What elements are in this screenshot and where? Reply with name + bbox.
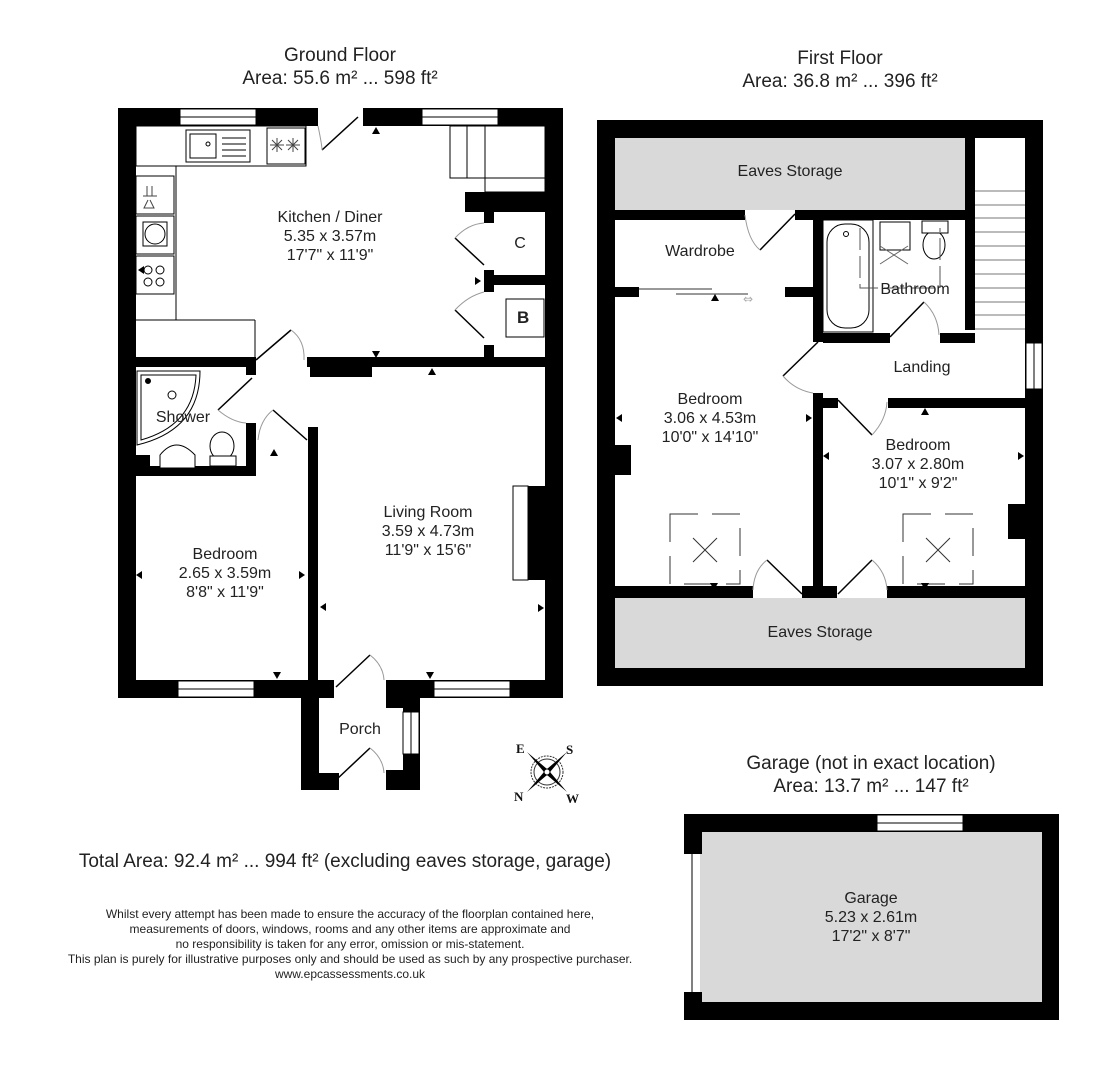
first-floor-doors bbox=[744, 213, 940, 595]
boiler-b-label: B bbox=[517, 308, 530, 327]
slide-arrow-icon: ⇔ bbox=[743, 292, 753, 306]
first-floor-title: First Floor Area: 36.8 m² ... 396 ft² bbox=[690, 48, 990, 94]
room-shower: Shower bbox=[155, 409, 211, 426]
first-floor-walls bbox=[597, 120, 1043, 686]
room-cupboard-c: C bbox=[514, 235, 526, 252]
compass-icon bbox=[527, 752, 567, 792]
garage-window bbox=[876, 814, 964, 832]
room-first-bedroom-small: Bedroom 3.07 x 2.80m 10'1" x 9'2" bbox=[871, 437, 965, 493]
website-url: www.epcassessments.co.uk bbox=[274, 967, 426, 981]
kitchen-fittings bbox=[135, 125, 546, 357]
compass-e: E bbox=[516, 741, 525, 756]
room-garage: Garage 5.23 x 2.61m 17'2" x 8'7" bbox=[824, 890, 918, 946]
first-floor-area: Area: 36.8 m² ... 396 ft² bbox=[742, 70, 938, 92]
bathroom-fittings bbox=[822, 219, 949, 333]
hob-icons bbox=[143, 138, 300, 209]
disclaimer: Whilst every attempt has been made to en… bbox=[10, 907, 690, 982]
garage-title: Garage (not in exact location) Area: 13.… bbox=[721, 753, 1021, 799]
compass-w: W bbox=[566, 791, 579, 806]
total-area: Total Area: 92.4 m² ... 994 ft² (excludi… bbox=[78, 851, 612, 872]
fireplace bbox=[512, 485, 529, 581]
room-ground-bedroom: Bedroom 2.65 x 3.59m 8'8" x 11'9" bbox=[178, 546, 272, 602]
room-wardrobe: Wardrobe bbox=[665, 243, 735, 260]
roof-windows bbox=[669, 513, 974, 585]
first-floor-markers bbox=[616, 294, 1024, 590]
ground-floor-area: Area: 55.6 m² ... 598 ft² bbox=[242, 67, 438, 89]
ground-floor-windows bbox=[177, 108, 511, 755]
first-floor-windows bbox=[1025, 342, 1043, 390]
compass-n: N bbox=[514, 789, 524, 804]
room-eaves-storage-bottom: Eaves Storage bbox=[767, 624, 873, 641]
room-kitchen-diner: Kitchen / Diner 5.35 x 3.57m 17'7" x 11'… bbox=[277, 209, 383, 265]
ground-floor-doors bbox=[217, 116, 485, 781]
first-floor-storage bbox=[615, 138, 1025, 668]
room-porch: Porch bbox=[339, 721, 381, 738]
room-first-bedroom-large: Bedroom 3.06 x 4.53m 10'0" x 14'10" bbox=[661, 391, 759, 447]
room-eaves-storage-top: Eaves Storage bbox=[737, 163, 843, 180]
room-bathroom: Bathroom bbox=[880, 281, 950, 298]
ground-floor-title: Ground Floor Area: 55.6 m² ... 598 ft² bbox=[190, 45, 490, 91]
compass-s: S bbox=[566, 742, 574, 757]
garage-floor bbox=[700, 832, 1042, 1002]
staircase bbox=[975, 190, 1025, 330]
wardrobe-sliding-door bbox=[639, 288, 748, 295]
room-living-room: Living Room 3.59 x 4.73m 11'9" x 15'6" bbox=[381, 504, 475, 560]
garage-area: Area: 13.7 m² ... 147 ft² bbox=[773, 775, 969, 797]
room-landing: Landing bbox=[893, 359, 951, 376]
shower-fittings bbox=[136, 370, 237, 469]
dimension-markers bbox=[136, 127, 544, 679]
garage-walls bbox=[684, 814, 1059, 1020]
